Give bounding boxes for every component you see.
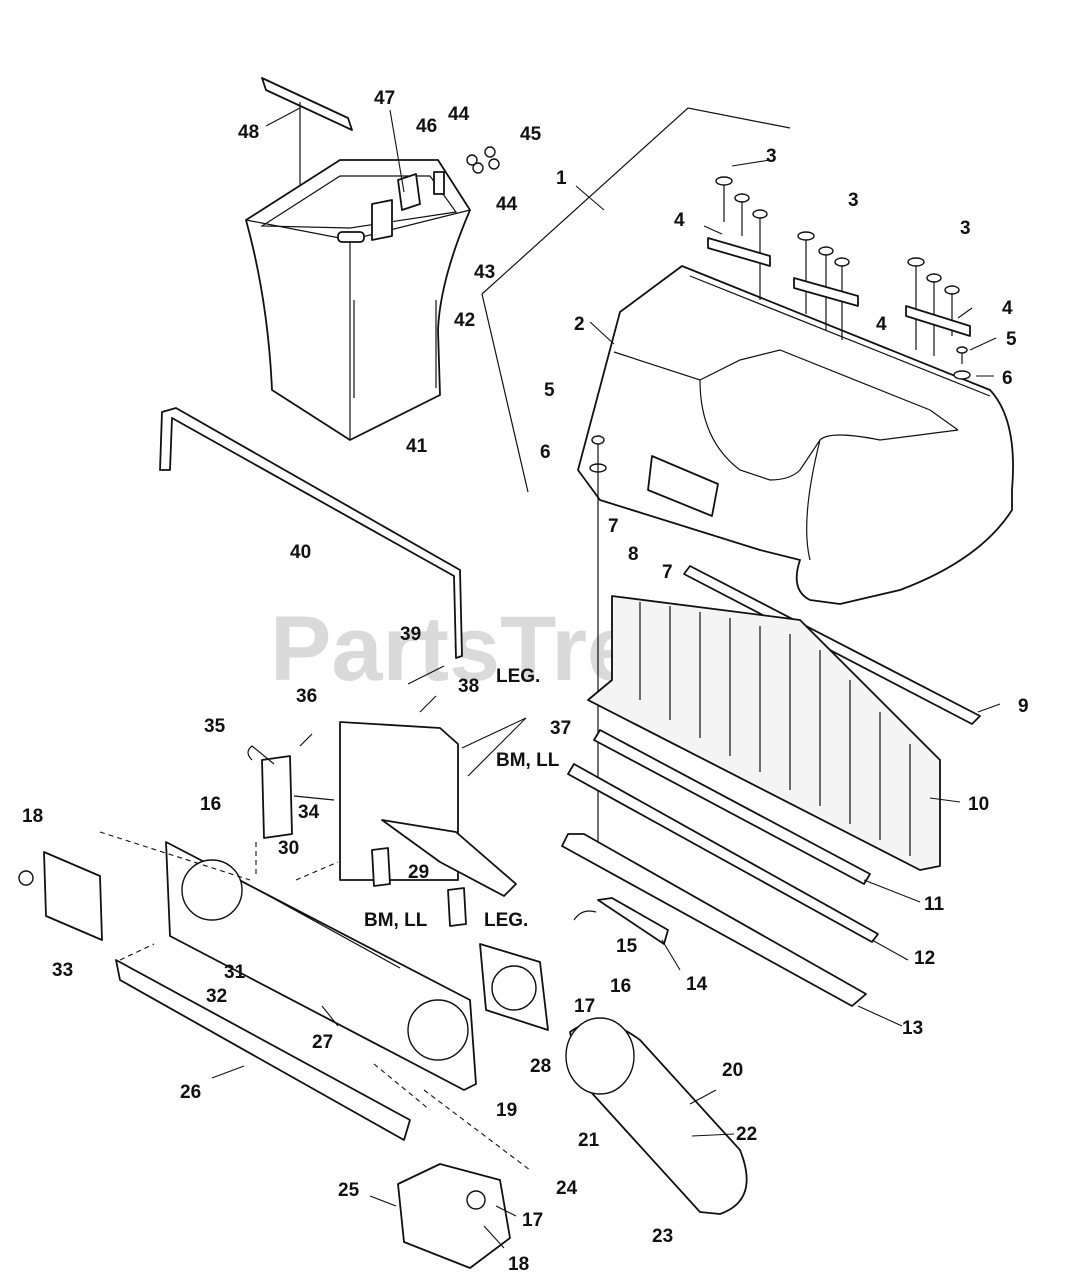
parts-42-47-latch — [337, 146, 500, 243]
callout-13: 13 — [902, 1018, 923, 1039]
part-38-panel — [339, 721, 517, 897]
callout-24: 24 — [556, 1178, 578, 1199]
callout-bm-ll-left: BM, LL — [364, 910, 428, 931]
callout-10: 10 — [968, 794, 989, 815]
callout-43: 43 — [474, 262, 495, 283]
callout-2: 2 — [574, 314, 585, 335]
callout-8: 8 — [628, 544, 639, 565]
callout-48: 48 — [238, 122, 259, 143]
callout-16: 16 — [610, 976, 631, 997]
callout-17: 17 — [522, 1210, 543, 1231]
callout-4: 4 — [1002, 298, 1013, 319]
part-29-clips — [371, 847, 467, 927]
callout-19: 19 — [496, 1100, 517, 1121]
callout-46: 46 — [416, 116, 437, 137]
callout-bm-ll-right: BM, LL — [496, 750, 560, 771]
callout-9: 9 — [1018, 696, 1029, 717]
parts-30-36 — [247, 733, 335, 839]
part-10-screen — [587, 595, 941, 871]
callout-37: 37 — [550, 718, 571, 739]
part-8-label — [647, 455, 719, 517]
callout-7: 7 — [608, 516, 619, 537]
callout-42: 42 — [454, 310, 475, 331]
callout-12: 12 — [914, 948, 935, 969]
callout-32: 32 — [206, 986, 227, 1007]
parts-11-13-strips — [561, 729, 879, 1007]
leader-lines — [99, 107, 1001, 1249]
callout-38: 38 — [458, 676, 479, 697]
part-1-outline — [481, 107, 791, 493]
callout-22: 22 — [736, 1124, 757, 1145]
part-25-deflector — [397, 1163, 511, 1269]
callout-14: 14 — [686, 974, 708, 995]
parts-14-15 — [573, 897, 669, 945]
callout-33: 33 — [52, 960, 73, 981]
callout-26: 26 — [180, 1082, 201, 1103]
callout-17: 17 — [574, 996, 595, 1017]
callout-35: 35 — [204, 716, 226, 737]
callout-leg-upper: LEG. — [496, 666, 540, 687]
part-33-plate — [18, 851, 103, 941]
callout-34: 34 — [298, 802, 320, 823]
callout-40: 40 — [290, 542, 311, 563]
callout-11: 11 — [924, 894, 945, 915]
callout-29: 29 — [408, 862, 429, 883]
part-20-chute — [565, 1017, 748, 1215]
callout-4: 4 — [876, 314, 887, 335]
bolt-group-right — [905, 257, 971, 356]
part-26-plate — [115, 959, 411, 1141]
callout-6: 6 — [1002, 368, 1013, 389]
callout-39: 39 — [400, 624, 421, 645]
callout-36: 36 — [296, 686, 317, 707]
callout-41: 41 — [406, 436, 428, 457]
callout-4: 4 — [674, 210, 685, 231]
callout-23: 23 — [652, 1226, 673, 1247]
callout-28: 28 — [530, 1056, 551, 1077]
callout-16: 16 — [200, 794, 221, 815]
callout-1: 1 — [556, 168, 567, 189]
callout-leg-lower: LEG. — [484, 910, 528, 931]
callout-7: 7 — [662, 562, 673, 583]
part-27-frame — [165, 841, 477, 1091]
part-2-cover — [577, 265, 1014, 605]
callout-44: 44 — [496, 194, 518, 215]
part-41-bag — [245, 159, 471, 441]
callout-20: 20 — [722, 1060, 743, 1081]
callout-25: 25 — [338, 1180, 360, 1201]
callout-6: 6 — [540, 442, 551, 463]
callout-45: 45 — [520, 124, 542, 145]
callout-31: 31 — [224, 962, 246, 983]
bolt-group-left — [707, 176, 771, 300]
part-9-strip — [683, 565, 981, 725]
callout-44: 44 — [448, 104, 470, 125]
callout-30: 30 — [278, 838, 299, 859]
callout-15: 15 — [616, 936, 638, 957]
callout-5: 5 — [544, 380, 555, 401]
callout-18: 18 — [22, 806, 43, 827]
callout-labels: 1 2 3 3 3 4 4 4 5 5 6 6 7 7 8 9 10 11 12… — [22, 88, 1029, 1275]
callout-3: 3 — [848, 190, 859, 211]
callout-47: 47 — [374, 88, 395, 109]
callout-5: 5 — [1006, 329, 1017, 350]
callout-27: 27 — [312, 1032, 333, 1053]
part-28-flange — [479, 943, 549, 1031]
callout-21: 21 — [578, 1130, 600, 1151]
callout-3: 3 — [960, 218, 971, 239]
part-40-rod — [159, 407, 463, 659]
callout-3: 3 — [766, 146, 777, 167]
bolt-group-middle — [793, 231, 859, 340]
callout-18: 18 — [508, 1254, 529, 1275]
